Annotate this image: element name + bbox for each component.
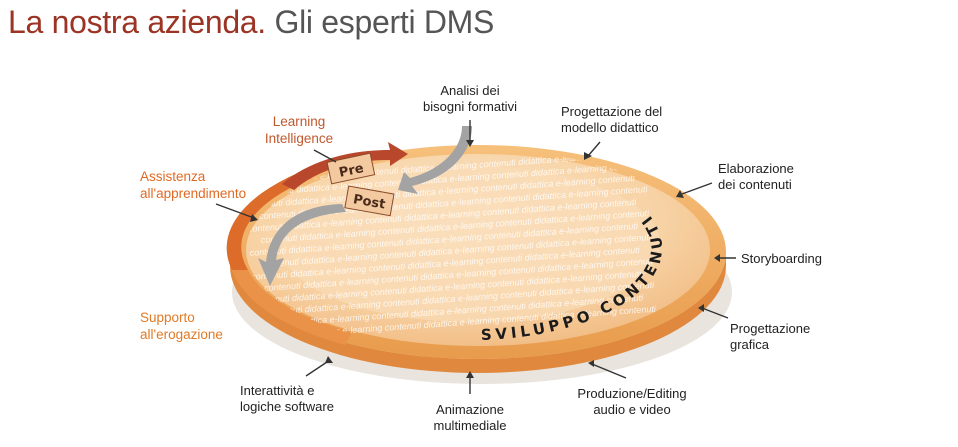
label-analisi-bisogni: Analisi dei bisogni formativi <box>423 83 517 114</box>
slide-title-sub: Gli esperti DMS <box>274 4 495 40</box>
pre-tag-label: Pre <box>338 161 366 181</box>
post-tag: Post <box>344 185 395 217</box>
segment-assistenza <box>226 172 312 270</box>
label-supporto-erogazione: Supporto all'erogazione <box>140 310 223 342</box>
post-tag-label: Post <box>352 192 387 212</box>
pre-tag: Pre <box>326 152 376 185</box>
slide-title: La nostra azienda. Gli esperti DMS <box>8 4 494 41</box>
slide-title-main: La nostra azienda. <box>8 4 266 40</box>
label-storyboarding: Storyboarding <box>741 251 822 266</box>
label-learning-intelligence: Learning Intelligence <box>264 114 334 146</box>
label-assistenza-apprendimento: Assistenza all'apprendimento <box>140 169 247 201</box>
label-interattivita: Interattività e logiche software <box>240 383 334 414</box>
analisi-gray-arrow-icon <box>398 126 472 194</box>
label-elaborazione-contenuti: Elaborazione dei contenuti <box>718 161 794 192</box>
label-produzione-editing: Produzione/Editing audio e video <box>577 386 687 417</box>
post-gray-arrow-icon <box>258 204 346 286</box>
pre-arrow-icon <box>282 142 408 190</box>
pointer-heads <box>250 140 720 378</box>
label-progettazione-modello: Progettazione del modello didattico <box>561 104 663 135</box>
label-animazione-multimediale: Animazione multimediale <box>433 402 507 433</box>
label-progettazione-grafica: Progettazione grafica <box>730 321 811 352</box>
segment-supporto <box>232 270 352 345</box>
pointer-lines <box>215 120 736 394</box>
